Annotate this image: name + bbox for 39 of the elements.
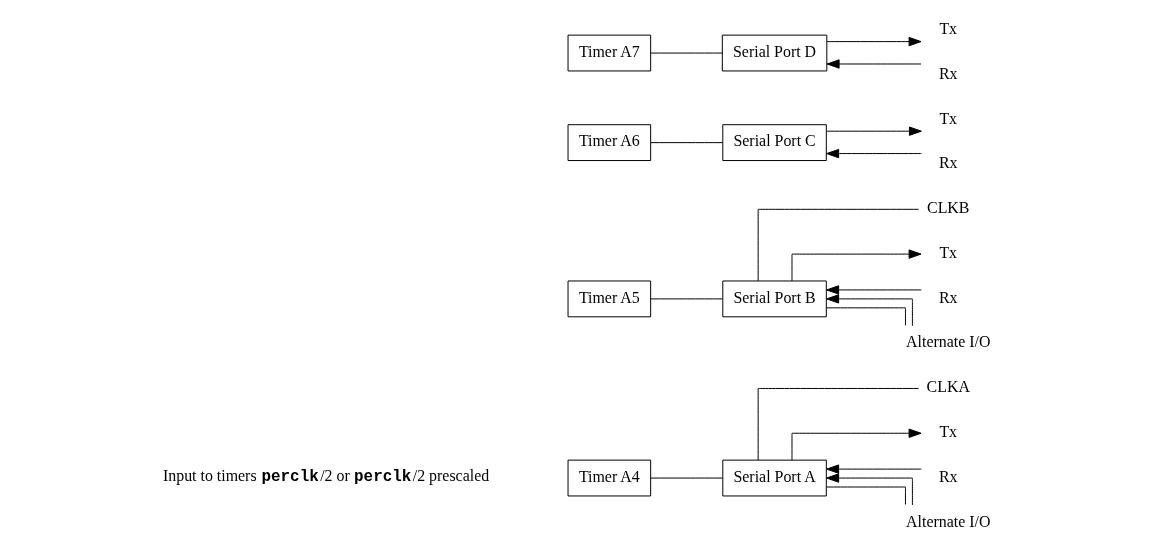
node-text: Tx — [939, 243, 958, 261]
node-box: Serial Port B — [722, 280, 827, 318]
arrow — [791, 249, 922, 282]
node-text: Rx — [938, 467, 958, 485]
node-text: Rx — [938, 288, 958, 306]
connector — [650, 477, 723, 479]
arrow — [826, 148, 922, 159]
node-text: Alternate I/O — [906, 512, 991, 530]
node-box: Timer A5 — [567, 280, 652, 318]
node-text: Rx — [938, 154, 958, 172]
node-box: Serial Port D — [721, 34, 828, 72]
label: Input to timers perclk/2 or perclk/2 prescaled — [162, 466, 490, 486]
node-text: CLKA — [926, 378, 970, 396]
node-box: Serial Port C — [722, 124, 827, 162]
node-box: Serial Port A — [722, 459, 827, 497]
arrow — [826, 473, 913, 506]
node-text: CLKB — [927, 199, 970, 217]
arrow — [826, 464, 922, 474]
node-text: Rx — [938, 64, 958, 82]
arrow — [826, 294, 913, 327]
node-text: Alternate I/O — [906, 333, 991, 351]
node-text: Tx — [939, 423, 958, 441]
connector — [826, 486, 906, 505]
node-text: Tx — [939, 19, 958, 37]
connector — [826, 307, 906, 326]
connector — [650, 142, 723, 144]
arrow — [826, 285, 922, 295]
arrow — [791, 428, 922, 461]
node-text: Tx — [939, 109, 958, 127]
arrow — [826, 59, 922, 69]
arrow — [826, 126, 922, 136]
node-box: Timer A4 — [567, 459, 652, 497]
node-box: Timer A6 — [567, 124, 652, 162]
connector — [650, 298, 723, 300]
connector — [757, 208, 920, 282]
connector — [757, 387, 920, 461]
node-box: Timer A7 — [567, 34, 652, 72]
connector — [650, 52, 723, 54]
arrow — [826, 36, 922, 47]
